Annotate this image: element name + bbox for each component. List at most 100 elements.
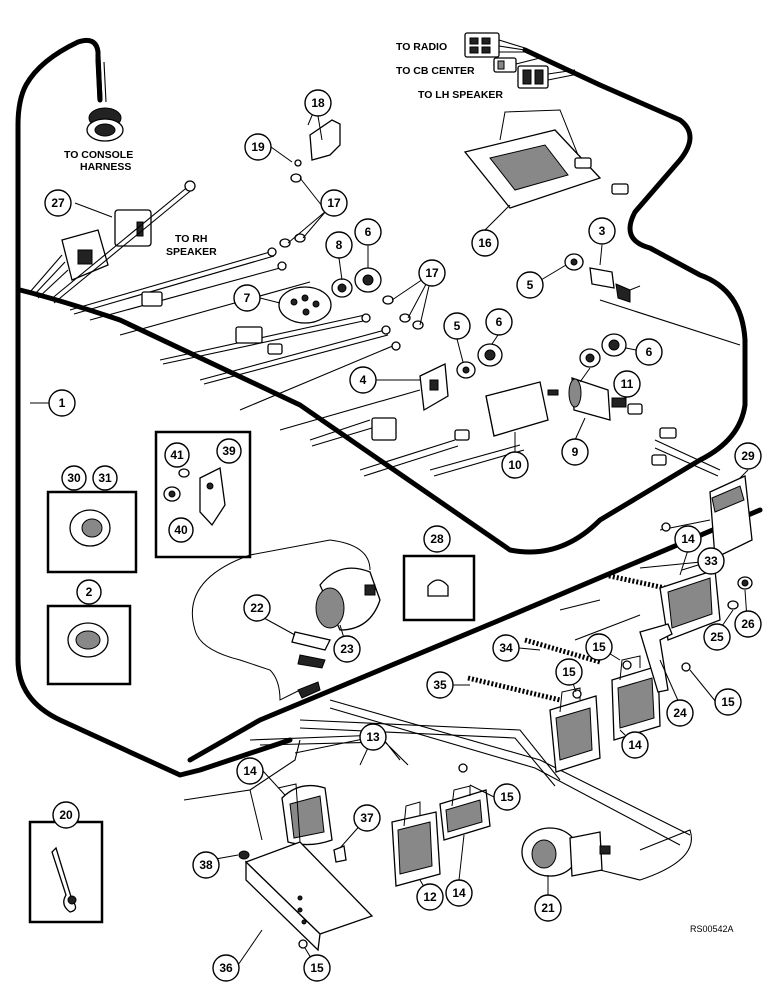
callout-7: 7 bbox=[233, 284, 261, 312]
work-lamp-14-upper bbox=[659, 569, 721, 641]
svg-text:11: 11 bbox=[621, 377, 634, 391]
ring-terminals bbox=[184, 180, 401, 351]
bushing-6-right bbox=[601, 333, 627, 357]
callout-38: 38 bbox=[192, 851, 220, 879]
callout-8: 8 bbox=[325, 231, 353, 259]
svg-text:41: 41 bbox=[170, 448, 184, 462]
callout-28: 28 bbox=[423, 525, 451, 553]
callout-31: 31 bbox=[92, 465, 118, 491]
svg-text:15: 15 bbox=[562, 665, 576, 679]
callout-5-middle: 5 bbox=[443, 312, 471, 340]
callout-6-upper: 6 bbox=[354, 218, 382, 246]
washer-25 bbox=[727, 600, 739, 610]
callout-30: 30 bbox=[61, 465, 87, 491]
callout-25: 25 bbox=[703, 623, 731, 651]
harness-loop-upper bbox=[17, 47, 748, 555]
svg-text:9: 9 bbox=[572, 445, 579, 459]
svg-text:1: 1 bbox=[59, 396, 66, 410]
svg-text:4: 4 bbox=[360, 373, 367, 387]
harness-connector-e bbox=[659, 427, 677, 439]
callout-36: 36 bbox=[212, 954, 240, 982]
callout-9: 9 bbox=[561, 438, 589, 466]
svg-text:15: 15 bbox=[721, 695, 735, 709]
nut-5-middle bbox=[456, 361, 476, 379]
callout-18: 18 bbox=[304, 89, 332, 117]
callout-37: 37 bbox=[353, 804, 381, 832]
rh-speaker-connector bbox=[141, 291, 163, 307]
svg-text:13: 13 bbox=[366, 730, 380, 744]
callout-35: 35 bbox=[426, 671, 454, 699]
strap-20 bbox=[51, 846, 77, 913]
callout-34: 34 bbox=[492, 634, 520, 662]
dome-lamp-16 bbox=[463, 109, 629, 209]
svg-text:29: 29 bbox=[741, 449, 755, 463]
svg-text:5: 5 bbox=[527, 278, 534, 292]
svg-text:14: 14 bbox=[681, 532, 695, 546]
svg-text:35: 35 bbox=[433, 678, 447, 692]
callout-17-upper: 17 bbox=[320, 189, 348, 217]
harness-connector-c bbox=[371, 417, 397, 441]
svg-text:18: 18 bbox=[311, 96, 325, 110]
svg-text:30: 30 bbox=[67, 471, 81, 485]
svg-text:6: 6 bbox=[646, 345, 653, 359]
callout-1: 1 bbox=[48, 389, 76, 417]
callout-15-c: 15 bbox=[714, 688, 742, 716]
callout-4: 4 bbox=[349, 366, 377, 394]
nut-5-upper bbox=[564, 253, 584, 271]
callout-22: 22 bbox=[243, 594, 271, 622]
bushing-6-upper bbox=[354, 267, 382, 293]
callout-17-middle: 17 bbox=[418, 259, 446, 287]
lamp-harness-bracket bbox=[183, 789, 263, 841]
callout-20: 20 bbox=[52, 801, 80, 829]
rotary-switch-7 bbox=[278, 286, 332, 324]
harness-connector-b bbox=[267, 343, 283, 355]
bracket-18 bbox=[309, 119, 341, 161]
connector-22 bbox=[291, 631, 331, 669]
bushing-6-middle bbox=[477, 343, 503, 367]
svg-text:12: 12 bbox=[423, 890, 437, 904]
svg-text:38: 38 bbox=[199, 858, 213, 872]
svg-text:2: 2 bbox=[86, 585, 93, 599]
grommet-2 bbox=[67, 622, 109, 658]
svg-text:24: 24 bbox=[673, 706, 687, 720]
svg-text:17: 17 bbox=[327, 196, 341, 210]
svg-text:34: 34 bbox=[499, 641, 513, 655]
label-to-rh-speaker-2: SPEAKER bbox=[166, 246, 217, 258]
work-lamp-14-lower bbox=[439, 785, 491, 841]
callout-21: 21 bbox=[534, 894, 562, 922]
callout-15-b: 15 bbox=[555, 658, 583, 686]
bolt-37 bbox=[333, 845, 347, 863]
label-to-console-1: TO CONSOLE bbox=[64, 149, 133, 161]
callout-27: 27 bbox=[44, 189, 72, 217]
callout-24: 24 bbox=[666, 699, 694, 727]
callout-6-right: 6 bbox=[635, 338, 663, 366]
svg-text:39: 39 bbox=[222, 444, 236, 458]
motor-lead-connector bbox=[297, 681, 321, 699]
svg-text:19: 19 bbox=[251, 140, 265, 154]
spring-34 bbox=[524, 637, 601, 665]
svg-text:6: 6 bbox=[365, 225, 372, 239]
svg-text:10: 10 bbox=[508, 458, 522, 472]
label-to-lh-speaker: TO LH SPEAKER bbox=[418, 89, 503, 101]
svg-text:31: 31 bbox=[98, 471, 112, 485]
svg-text:36: 36 bbox=[219, 961, 233, 975]
svg-text:14: 14 bbox=[452, 886, 466, 900]
callout-16: 16 bbox=[471, 229, 499, 257]
harness-connector-f bbox=[651, 454, 667, 466]
harness-outline bbox=[15, 37, 293, 778]
svg-text:26: 26 bbox=[741, 617, 755, 631]
switch-4 bbox=[419, 363, 449, 412]
bracket-36 bbox=[244, 783, 374, 952]
svg-text:3: 3 bbox=[599, 224, 606, 238]
callout-40: 40 bbox=[168, 517, 194, 543]
nuts-15 bbox=[298, 660, 691, 949]
screws-17 bbox=[279, 173, 424, 330]
callout-26: 26 bbox=[734, 610, 762, 638]
work-lamp-14-right bbox=[611, 655, 661, 741]
bracket-24 bbox=[639, 623, 673, 693]
work-lamp-14-left bbox=[281, 784, 333, 846]
left-connector-block bbox=[29, 229, 109, 299]
relay bbox=[114, 209, 152, 247]
clip-28 bbox=[427, 579, 449, 597]
callout-15-a: 15 bbox=[585, 633, 613, 661]
